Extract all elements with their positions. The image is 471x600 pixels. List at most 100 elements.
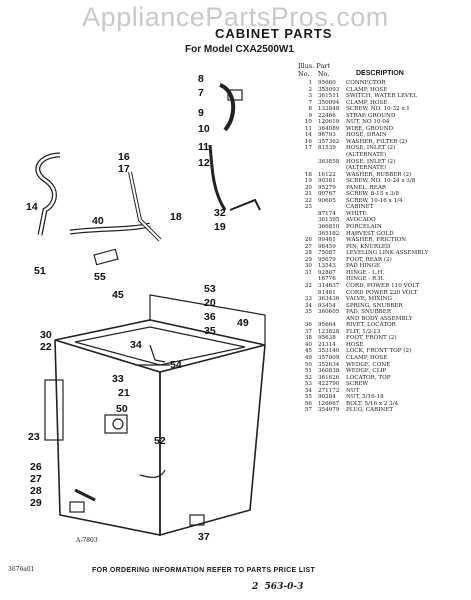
parts-cell-desc: RIVET, LOCATOR xyxy=(346,322,396,329)
callout-number: 12 xyxy=(198,157,210,169)
parts-cell-illus: 32 xyxy=(304,282,312,289)
parts-cell-desc: HARVEST GOLD xyxy=(346,230,394,237)
parts-row: AND BODY ASSEMBLY xyxy=(298,316,468,323)
parts-cell-desc: NUT, NO 10-04 xyxy=(346,119,390,126)
parts-cell-desc: PANEL, REAR xyxy=(346,184,387,191)
parts-cell-illus: 1 xyxy=(308,80,312,86)
parts-cell-desc: HINGE - R.H. xyxy=(346,276,385,283)
callout-number: 7 xyxy=(198,87,204,99)
parts-cell-part-no: 90284 xyxy=(318,394,336,401)
parts-cell-desc: WASHER, FRICTION xyxy=(346,237,407,244)
parts-cell-illus: 56 xyxy=(304,400,312,407)
callout-number: 14 xyxy=(26,201,38,213)
parts-cell-desc: (ALTERNATE) xyxy=(346,152,387,159)
callout-number: 51 xyxy=(34,265,46,277)
parts-cell-illus: 17 xyxy=(304,145,312,152)
parts-cell-desc: AVOCADO xyxy=(346,217,376,224)
callout-number: 53 xyxy=(204,283,216,295)
parts-cell-desc: WEDGE, CONE xyxy=(346,361,391,368)
parts-cell-desc: NUT xyxy=(346,387,360,394)
parts-cell-desc: PLUG, CABINET xyxy=(346,407,394,414)
parts-cell-part-no: 123828 xyxy=(318,328,340,335)
parts-cell-part-no: 361626 xyxy=(318,374,340,381)
parts-cell-part-no: 21314 xyxy=(318,341,336,348)
header-no: No. xyxy=(298,70,310,78)
parts-cell-part-no: 126667 xyxy=(318,400,340,407)
parts-cell-part-no: 422790 xyxy=(318,381,340,388)
parts-cell-illus: 36 xyxy=(304,322,312,329)
parts-cell-desc: FOOT, REAR (2) xyxy=(346,256,392,263)
parts-cell-illus: 16 xyxy=(304,138,312,145)
callout-number: 18 xyxy=(170,211,182,223)
parts-cell-part-no: 22466 xyxy=(318,112,336,119)
parts-cell-desc: (ALTERNATE) xyxy=(346,165,387,172)
parts-cell-desc: CABINET xyxy=(346,204,374,211)
parts-cell-desc: LEVELING LINK ASSEMBLY xyxy=(346,250,429,257)
page-number: 2 563-0-3 xyxy=(252,582,303,592)
parts-cell-part-no: 360605 xyxy=(318,309,340,316)
page-title: CABINET PARTS xyxy=(215,26,333,41)
parts-cell-illus: 33 xyxy=(304,296,312,303)
parts-cell-illus: 57 xyxy=(304,407,312,414)
parts-cell-desc: WASHER, RUBBER (2) xyxy=(346,171,412,178)
parts-cell-part-no: 81539 xyxy=(318,145,336,152)
parts-cell-desc: VALVE, MIXING xyxy=(346,296,392,303)
parts-cell-desc: HINGE - L.H. xyxy=(346,269,385,276)
parts-cell-illus: 34 xyxy=(304,302,312,309)
page-subtitle: For Model CXA2500W1 xyxy=(185,44,294,55)
parts-cell-illus: 18 xyxy=(304,171,312,178)
parts-cell-desc: PORCELAIN xyxy=(346,224,382,231)
parts-cell-desc: HOSE, DRAIN xyxy=(346,132,387,139)
callout-number: 35 xyxy=(204,325,216,337)
parts-cell-desc: SWITCH, WATER LEVEL xyxy=(346,93,417,100)
footer-code: 3676a01 xyxy=(8,566,35,573)
header-part-no: No. xyxy=(317,70,330,78)
parts-cell-part-no: 90767 xyxy=(318,191,336,198)
callout-number: 55 xyxy=(94,271,106,283)
parts-cell-desc: SCREW xyxy=(346,381,369,388)
parts-cell-part-no: 95638 xyxy=(318,335,336,342)
parts-cell-part-no: 360838 xyxy=(318,368,340,375)
callout-number: 28 xyxy=(30,485,42,497)
parts-row: (ALTERNATE) xyxy=(298,152,468,159)
parts-cell-desc: SCREW, NO. 10-32 x 1 xyxy=(346,106,410,113)
parts-cell-desc: CLAMP, HOSE xyxy=(346,354,388,361)
parts-cell-part-no: 133848 xyxy=(318,106,340,113)
parts-cell-desc: PAD, SNUBBER xyxy=(346,309,392,316)
parts-cell-illus: 35 xyxy=(304,309,312,316)
callout-number: 22 xyxy=(40,341,52,353)
parts-cell-desc: SCREW, 10-16 x 1/4 xyxy=(346,197,403,204)
parts-cell-illus: 14 xyxy=(304,132,312,139)
parts-cell-desc: BOLT, 5/16 x 2 3/4 xyxy=(346,400,399,407)
parts-cell-part-no: 90605 xyxy=(318,197,336,204)
callout-number: 34 xyxy=(130,339,142,351)
parts-cell-illus: 31 xyxy=(304,269,312,276)
callout-number: 50 xyxy=(116,403,128,415)
parts-cell-illus: 54 xyxy=(304,387,312,394)
ordering-footer: FOR ORDERING INFORMATION REFER TO PARTS … xyxy=(92,567,316,574)
header-illus: Illus. xyxy=(298,62,315,70)
parts-cell-part-no: 81461 xyxy=(318,289,336,296)
parts-cell-part-no: 357362 xyxy=(318,138,340,145)
parts-cell-part-no: 95679 xyxy=(318,256,336,263)
figure-reference: A-7803 xyxy=(76,537,98,544)
parts-cell-part-no: 75087 xyxy=(318,250,336,257)
parts-cell-part-no: 363858 xyxy=(318,158,340,165)
parts-cell-illus: 8 xyxy=(308,106,312,113)
